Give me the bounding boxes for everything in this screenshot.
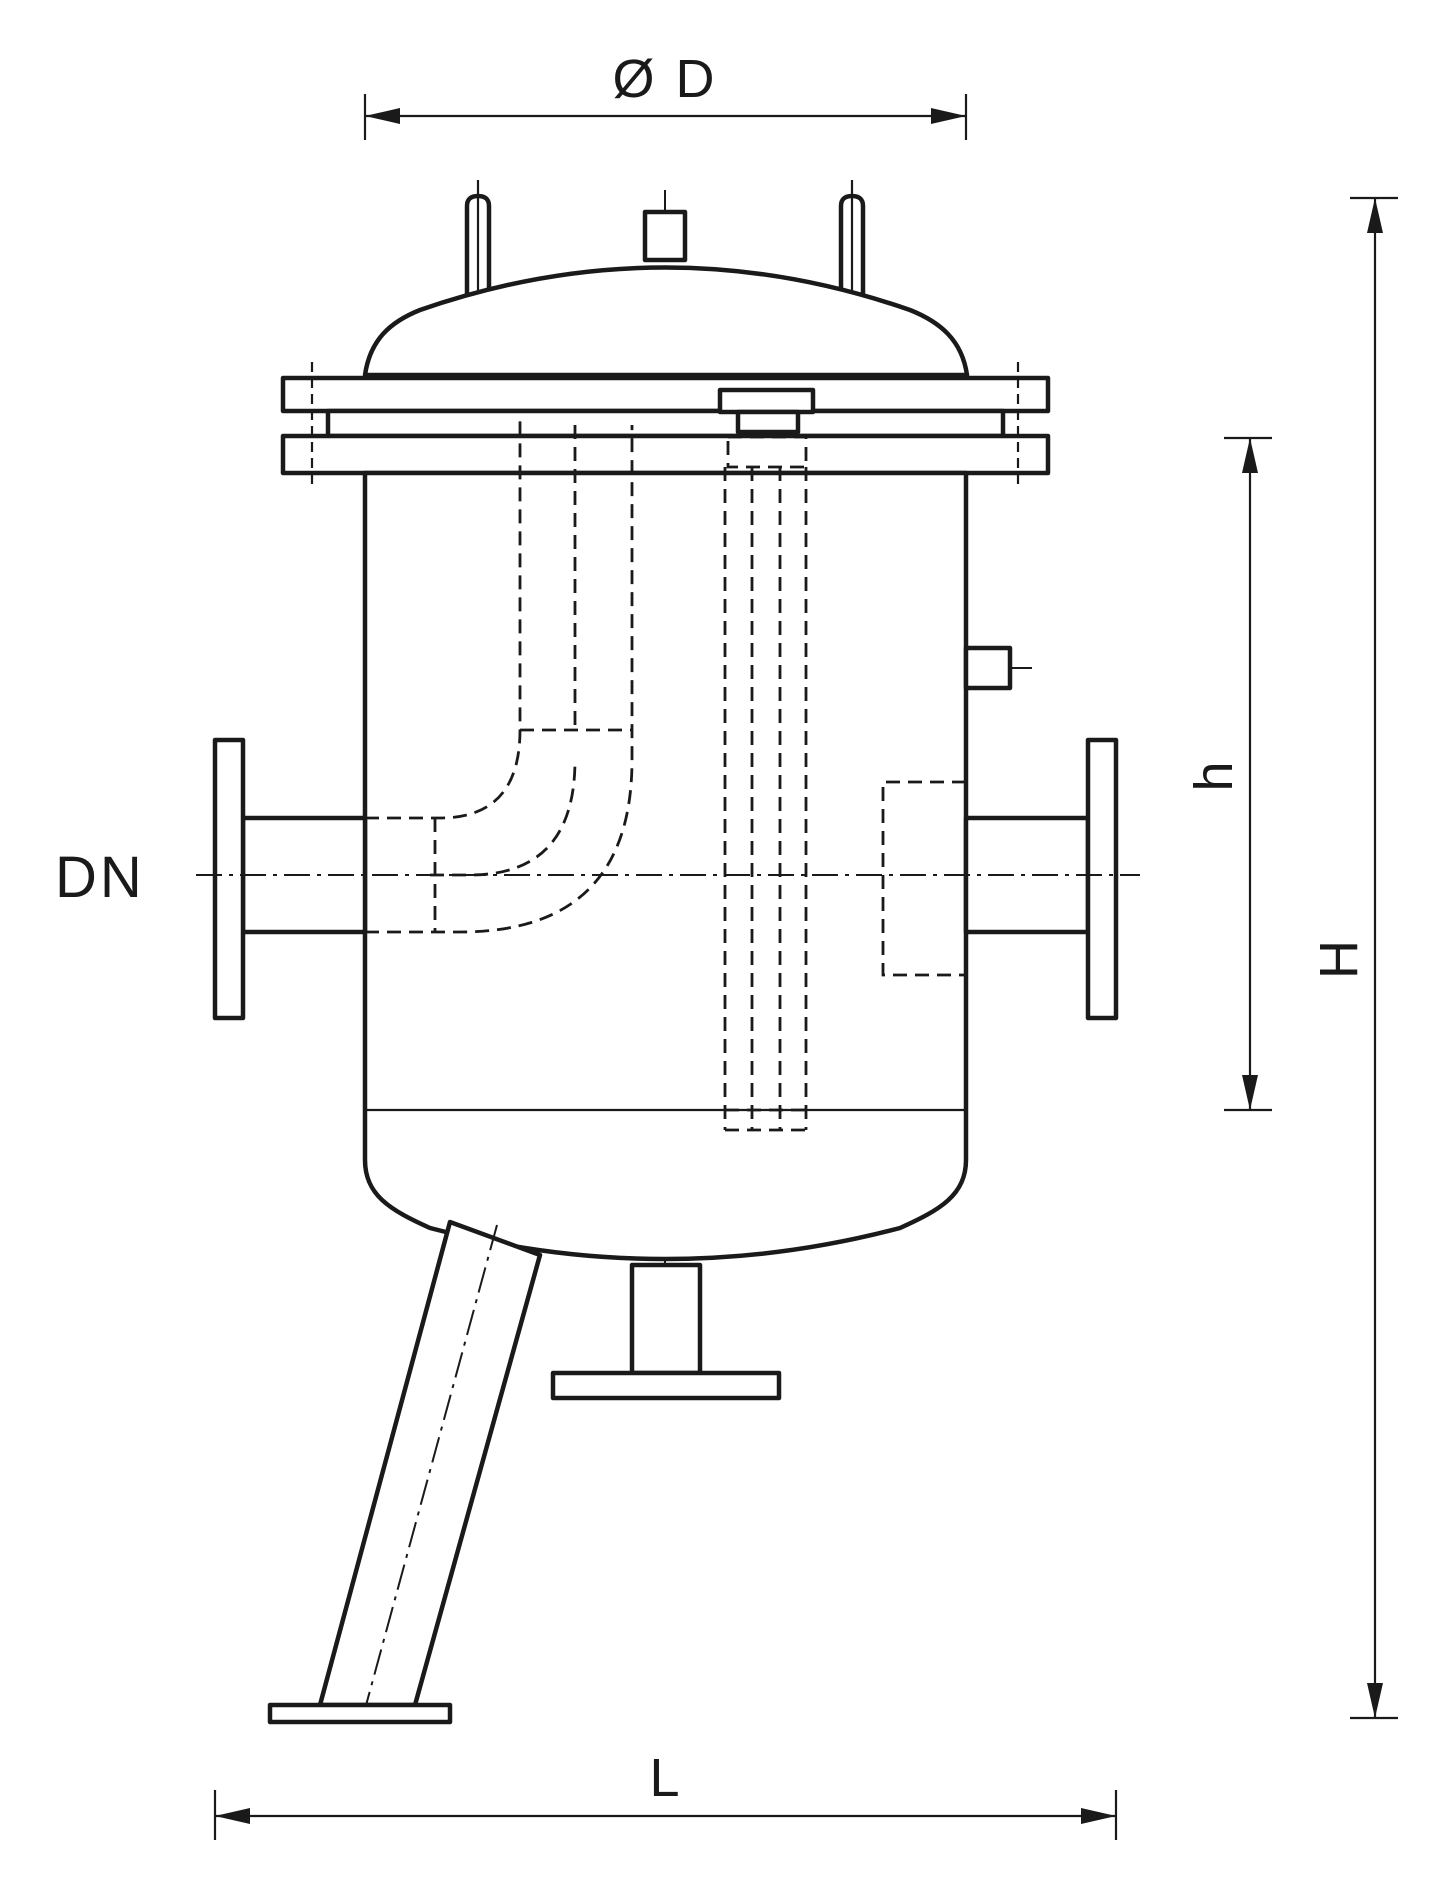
dimension-total-height bbox=[1350, 196, 1398, 1720]
body-flange bbox=[280, 433, 1051, 476]
filter-cartridge-hidden bbox=[717, 387, 816, 1132]
support-leg bbox=[267, 1219, 543, 1725]
flange-gasket bbox=[325, 408, 1006, 439]
total-height-label: H bbox=[1309, 937, 1369, 979]
length-label: L bbox=[649, 1748, 682, 1808]
vent-nozzle-top bbox=[642, 209, 688, 263]
dimension-length bbox=[213, 1790, 1118, 1840]
drain-nozzle-bottom bbox=[550, 1262, 782, 1401]
inlet-height-label: h bbox=[1184, 758, 1244, 791]
dimension-diameter bbox=[363, 94, 968, 140]
vessel-body-shell bbox=[362, 470, 969, 1262]
dimension-inlet-height bbox=[1224, 436, 1272, 1112]
cover-flange bbox=[280, 375, 1051, 414]
vessel-dome-cover bbox=[362, 265, 970, 378]
nominal-diameter-label: DN bbox=[55, 845, 145, 910]
gauge-nozzle-right bbox=[963, 645, 1013, 691]
flange-bolt-lines bbox=[310, 362, 1020, 484]
outlet-chamber-hidden bbox=[881, 780, 966, 977]
inlet-nozzle-left bbox=[212, 737, 368, 1021]
diameter-label: Ø D bbox=[612, 49, 717, 109]
outlet-nozzle-right bbox=[963, 737, 1119, 1021]
